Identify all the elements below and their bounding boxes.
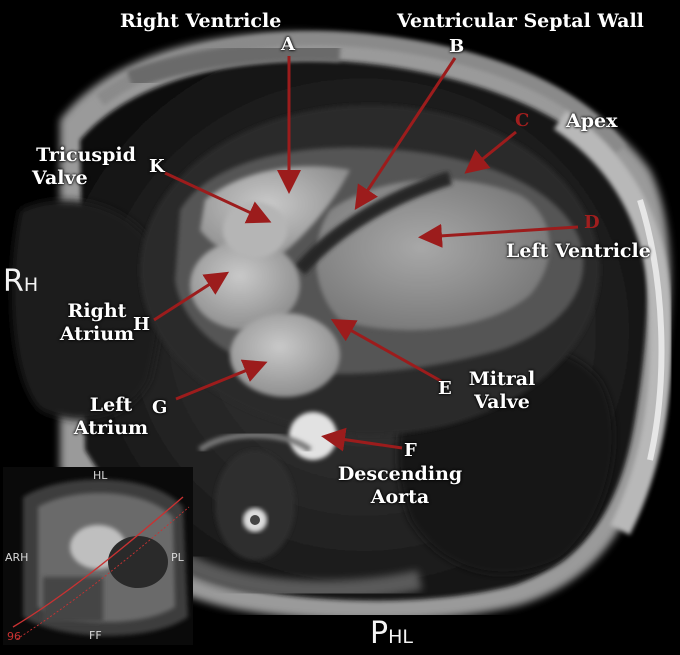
arrow-d-icon (418, 223, 579, 248)
inset-orient-right: PL (171, 551, 184, 564)
localizer-image (3, 467, 193, 645)
orientation-phl-small: HL (388, 626, 413, 648)
orientation-phl-big: P (370, 616, 389, 651)
label-mitral-line2: Valve (474, 391, 530, 413)
orientation-rh: RH (3, 264, 38, 299)
inset-orient-top: HL (93, 469, 108, 482)
arrow-g-icon (175, 359, 268, 401)
marker-f: F (404, 440, 417, 461)
marker-k: K (149, 156, 165, 177)
inset-orient-bottom: FF (89, 629, 102, 642)
marker-h: H (133, 314, 151, 335)
label-right-atrium: Right Atrium (52, 300, 142, 346)
orientation-phl: PHL (370, 616, 413, 651)
marker-g: G (152, 397, 168, 418)
label-tricuspid-line1: Tricuspid (36, 144, 136, 166)
marker-d: D (584, 212, 600, 233)
label-tricuspid-line2: Valve (32, 167, 88, 189)
label-descending-aorta: Descending Aorta (330, 463, 470, 509)
label-right-ventricle: Right Ventricle (120, 10, 282, 32)
label-tricuspid-valve: Tricuspid Valve (26, 144, 146, 190)
arrow-e-icon (330, 319, 442, 383)
marker-c: C (515, 110, 530, 131)
label-right-atrium-line2: Atrium (59, 323, 135, 345)
label-right-atrium-line1: Right (67, 300, 127, 322)
marker-e: E (438, 378, 452, 399)
label-left-atrium: Left Atrium (66, 394, 156, 440)
label-apex: Apex (566, 110, 618, 132)
marker-b: B (449, 36, 465, 57)
arrow-k-icon (164, 171, 272, 224)
label-mitral-line1: Mitral (468, 368, 536, 390)
localizer-inset: HL ARH PL FF 96 (3, 467, 193, 645)
inset-slice-number: 96 (7, 630, 21, 643)
label-aorta-line1: Descending (337, 463, 463, 485)
label-left-atrium-line2: Atrium (73, 417, 149, 439)
inset-orient-left: ARH (5, 551, 29, 564)
label-left-atrium-line1: Left (89, 394, 133, 416)
orientation-rh-big: R (3, 264, 24, 299)
label-mitral-valve: Mitral Valve (462, 368, 542, 414)
arrow-f-icon (321, 427, 403, 452)
orientation-rh-small: H (23, 274, 39, 296)
label-left-ventricle: Left Ventricle (506, 240, 651, 262)
label-ventricular-septal-wall: Ventricular Septal Wall (397, 10, 644, 32)
arrow-c-icon (464, 130, 517, 174)
arrow-h-icon (153, 271, 230, 322)
arrow-b-icon (354, 57, 457, 211)
label-aorta-line2: Aorta (370, 486, 430, 508)
marker-a: A (281, 34, 295, 55)
